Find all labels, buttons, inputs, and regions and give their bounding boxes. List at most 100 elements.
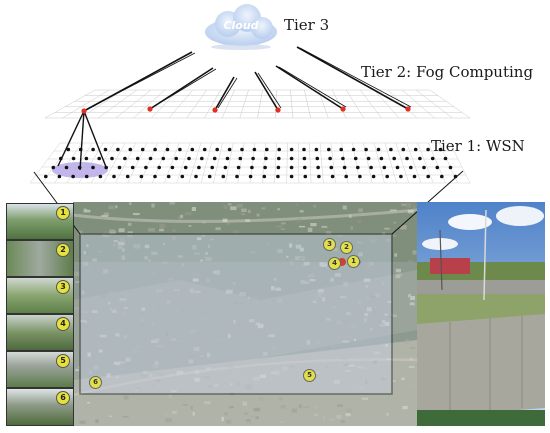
sensor-node: [238, 156, 243, 161]
site-number-badge: 1: [56, 206, 70, 220]
sensor-node: [409, 165, 413, 170]
sensor-node: [180, 174, 185, 179]
fog-node: [405, 106, 411, 112]
sensor-node: [371, 174, 376, 179]
sensor-node: [438, 147, 443, 152]
tier-3-label: Tier 3: [284, 16, 330, 34]
sensor-node: [183, 165, 188, 170]
sensor-node: [71, 156, 76, 161]
sensor-node: [212, 156, 217, 161]
sensor-node: [316, 165, 320, 170]
sensor-node: [71, 174, 75, 179]
sensor-node: [327, 147, 331, 152]
sensor-node: [369, 165, 373, 170]
sensor-node: [401, 147, 406, 152]
sensor-node: [399, 174, 403, 179]
canal-photo: [417, 202, 545, 426]
sensor-node: [187, 156, 191, 161]
sensor-node: [215, 147, 219, 152]
sensor-node: [157, 165, 161, 170]
sensor-node: [225, 156, 230, 161]
sensor-node: [289, 165, 294, 170]
sensor-node: [443, 156, 448, 161]
aerial-map: [72, 202, 418, 426]
sensor-node: [153, 174, 157, 179]
sensor-node: [353, 156, 358, 161]
map-marker: 5: [303, 369, 316, 382]
sensor-node: [227, 147, 232, 152]
sensor-node: [59, 156, 63, 161]
map-marker: 4: [328, 257, 341, 270]
sensor-node: [412, 174, 417, 179]
sensor-node: [251, 156, 255, 161]
sensor-node: [418, 156, 422, 161]
sensor-node: [178, 147, 182, 152]
sensor-node: [128, 147, 133, 152]
sensor-node: [235, 174, 239, 179]
sensor-node: [148, 156, 153, 161]
sensor-node: [426, 147, 430, 152]
site-number-badge: 3: [56, 280, 70, 294]
sensor-node: [329, 165, 334, 170]
site-photo: 5: [6, 351, 74, 388]
sensor-node: [289, 156, 294, 161]
sensor-node: [289, 147, 294, 152]
sensor-node: [341, 156, 345, 161]
sensor-node: [276, 174, 280, 179]
sensor-node: [194, 174, 198, 179]
tier-1-label: Tier 1: WSN: [431, 137, 525, 155]
site-photo: 1: [6, 203, 74, 240]
sensor-node: [366, 156, 371, 161]
sensor-node: [263, 165, 267, 170]
sensor-node: [190, 147, 195, 152]
sensor-node: [51, 165, 56, 170]
sensor-node: [174, 156, 178, 161]
sensor-node: [364, 147, 368, 152]
sensor-node: [385, 174, 390, 179]
sensor-node: [165, 147, 170, 152]
sensor-node: [395, 165, 400, 170]
fog-node: [275, 107, 281, 113]
sensor-node: [125, 174, 130, 179]
sensor-node: [430, 156, 435, 161]
fog-node: [212, 107, 218, 113]
map-marker: 3: [323, 238, 336, 251]
sensor-node: [236, 165, 241, 170]
sensor-node: [328, 156, 332, 161]
sensor-node: [66, 147, 71, 152]
cloud-to-fog-links: [83, 46, 412, 112]
sensor-node: [277, 147, 282, 152]
sensor-node: [252, 147, 257, 152]
fog-node: [147, 106, 153, 112]
sensor-node: [422, 165, 426, 170]
sensor-node: [78, 147, 83, 152]
sensor-node: [44, 174, 48, 179]
sensor-node: [77, 165, 82, 170]
sensor-node: [153, 147, 157, 152]
site-photo: 6: [6, 388, 74, 426]
site-photo: 2: [6, 240, 74, 277]
sensor-node: [139, 174, 144, 179]
sensor-node: [104, 165, 108, 170]
map-marker: 6: [89, 376, 102, 389]
sensor-node: [240, 147, 244, 152]
sensor-node: [302, 156, 307, 161]
sensor-node: [161, 156, 166, 161]
sensor-node: [57, 174, 62, 179]
sensor-node: [264, 156, 268, 161]
sensor-node: [339, 147, 344, 152]
sensor-node: [116, 147, 120, 152]
sensor-node: [448, 165, 453, 170]
sensor-node: [248, 174, 253, 179]
sensor-node: [207, 174, 212, 179]
sensor-nodes: [44, 147, 458, 179]
site-photo: 3: [6, 277, 74, 314]
sensor-node: [103, 147, 108, 152]
tier-2-label: Tier 2: Fog Computing: [361, 63, 534, 81]
sensor-node: [358, 174, 362, 179]
sensor-node: [262, 174, 267, 179]
sensor-node: [91, 165, 95, 170]
sensor-node: [130, 165, 135, 170]
